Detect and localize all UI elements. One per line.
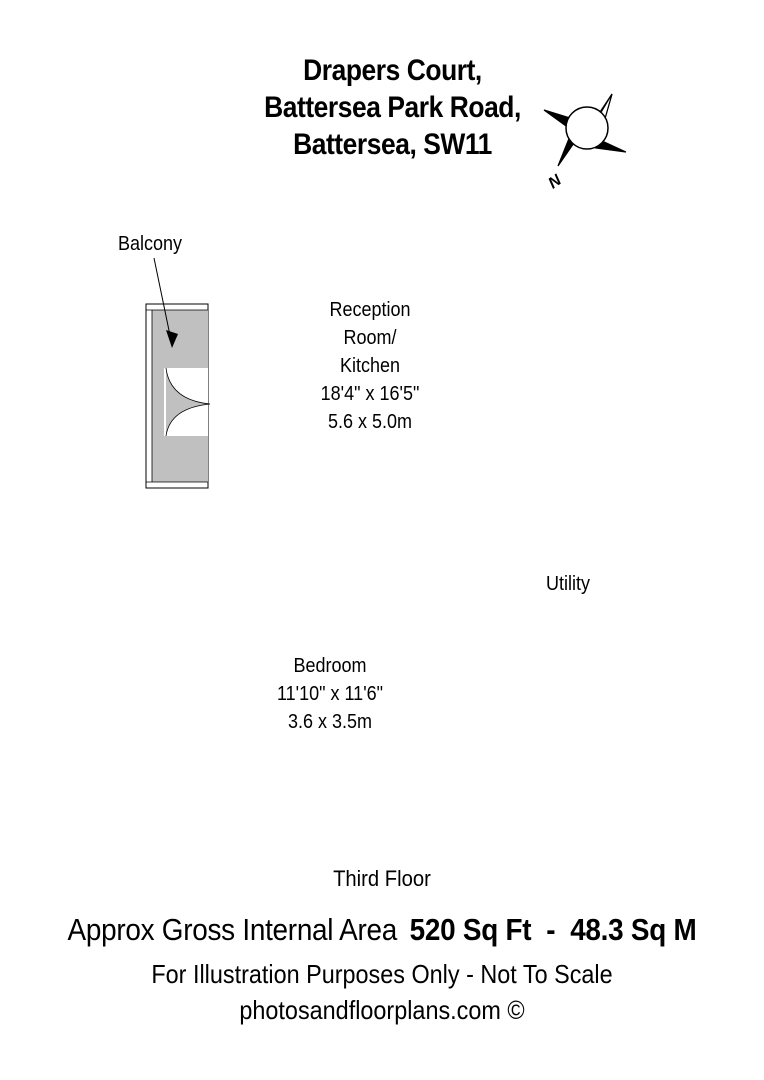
compass-rose-icon [543,93,627,167]
bedroom-dimensions-metric: 3.6 x 3.5m [287,711,373,733]
balcony-label: Balcony [117,233,183,255]
compass-north-label: N [545,172,565,193]
property-address: Drapers Court, Battersea Park Road, Batt… [250,52,536,163]
reception-name-line3: Kitchen [339,355,401,377]
address-line-3: Battersea, SW11 [293,128,492,161]
area-label: Approx Gross Internal Area [67,912,398,947]
reception-name-line1: Reception [329,299,411,321]
floor-label: Third Floor [333,866,431,891]
bedroom-name: Bedroom [293,655,367,677]
reception-room-label: Reception Room/ Kitchen 18'4" x 16'5" 5.… [280,296,460,436]
disclaimer: For Illustration Purposes Only - Not To … [151,959,613,989]
bedroom-dimensions-imperial: 11'10" x 11'6" [276,683,384,705]
utility-label: Utility [545,573,590,595]
gross-area: Approx Gross Internal Area 520 Sq Ft - 48… [38,912,726,948]
reception-dimensions-metric: 5.6 x 5.0m [327,411,413,433]
area-value: 520 Sq Ft - 48.3 Sq M [409,912,697,947]
address-line-2: Battersea Park Road, [264,91,521,124]
credit-link[interactable]: photosandfloorplans.com © [239,995,525,1025]
reception-name-line2: Room/ [343,327,397,349]
reception-dimensions-imperial: 18'4" x 16'5" [320,383,420,405]
address-line-1: Drapers Court, [303,54,482,87]
balcony [145,257,211,489]
bedroom-label: Bedroom 11'10" x 11'6" 3.6 x 3.5m [240,652,420,736]
